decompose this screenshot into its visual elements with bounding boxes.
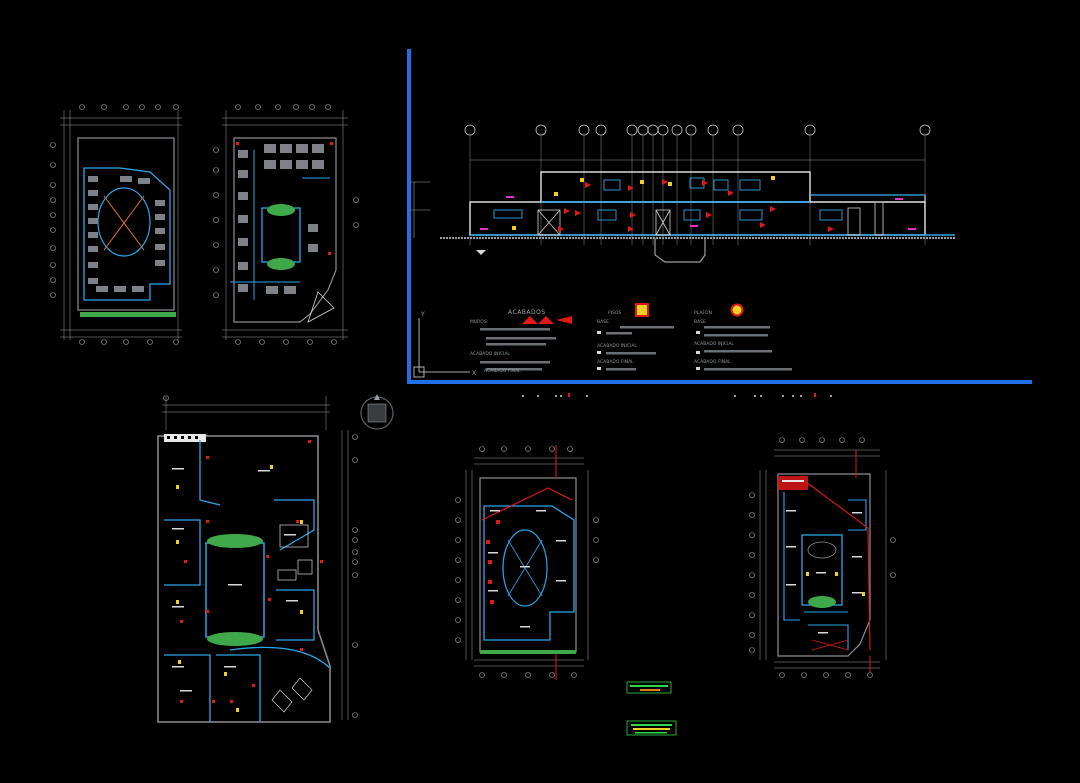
north-arrow-icon xyxy=(360,394,394,430)
elevation-viewport[interactable]: ACABADOS MUROS ACABADO INICIAL ACABADO F… xyxy=(407,49,1032,384)
ucs-y-label: Y xyxy=(420,311,425,318)
floor-plan-large xyxy=(157,395,358,723)
pisos-acabado-inicial: ACABADO INICIAL xyxy=(597,343,637,349)
plafon-acabado-final: ACABADO FINAL xyxy=(694,359,731,365)
muros-symbol-icon xyxy=(522,316,572,324)
floor-plan-3 xyxy=(455,445,599,680)
axis-bubbles xyxy=(464,124,931,136)
green-tag-2 xyxy=(626,720,677,736)
finishes-legend: ACABADOS MUROS ACABADO INICIAL ACABADO F… xyxy=(470,303,792,374)
muros-acabado-inicial: ACABADO INICIAL xyxy=(470,351,510,357)
pisos-acabado-final: ACABADO FINAL xyxy=(597,359,634,365)
legend-plafon-header: PLAFON xyxy=(694,310,712,316)
muros-acabado-final: ACABADO FINAL xyxy=(484,368,521,374)
legend-pisos-header: PISOS xyxy=(608,310,621,316)
ucs-x-label: X xyxy=(472,370,477,377)
floor-plan-1 xyxy=(50,104,182,345)
viewport-outside-markers xyxy=(522,393,832,397)
ucs-icon: Y X xyxy=(413,311,477,378)
pisos-symbol-icon xyxy=(635,303,649,317)
green-tag-1 xyxy=(626,681,672,694)
legend-title: ACABADOS xyxy=(508,309,546,316)
legend-muros-header: MUROS xyxy=(470,319,487,325)
plafon-base: BASE xyxy=(694,319,706,325)
pisos-base: BASE xyxy=(597,319,609,325)
floor-plan-2 xyxy=(213,104,359,345)
floor-plan-4 xyxy=(749,437,896,678)
plafon-acabado-inicial: ACABADO INICIAL xyxy=(694,341,734,347)
elevation-building xyxy=(410,171,955,263)
plafon-symbol-icon xyxy=(730,303,744,317)
